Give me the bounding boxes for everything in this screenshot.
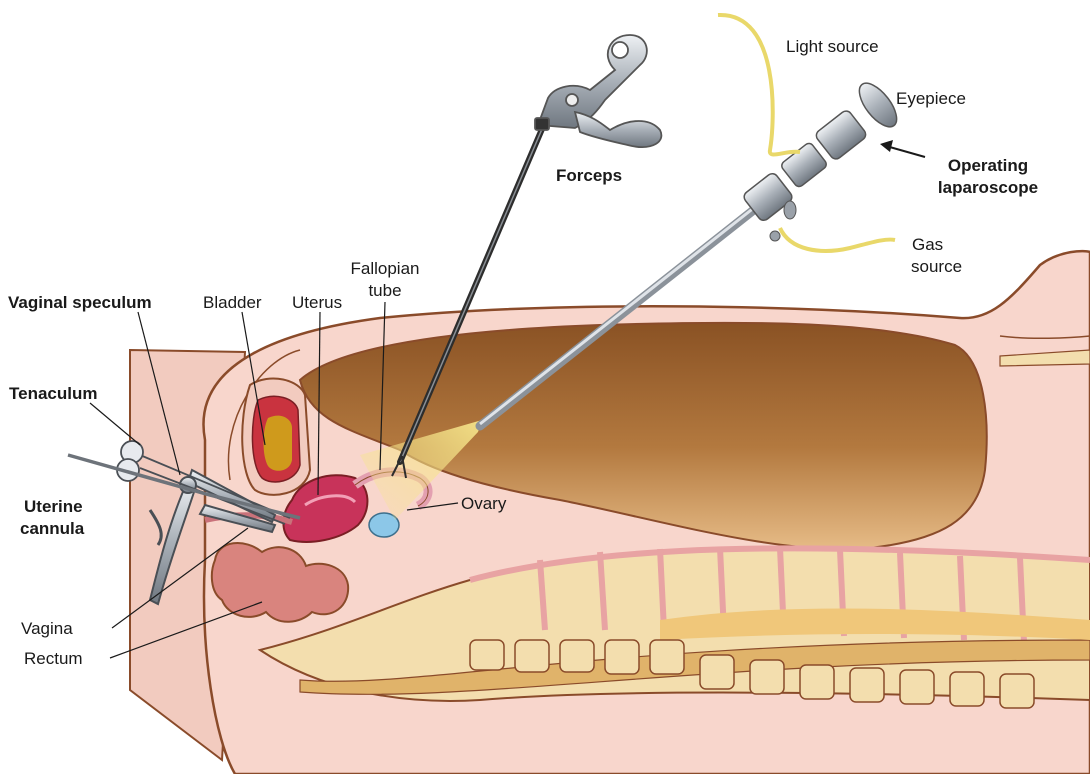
label-tenaculum: Tenaculum [9,383,97,404]
label-ovary: Ovary [461,493,506,514]
label-fallopian-tube-line2: tube [340,280,430,301]
label-fallopian-tube-line1: Fallopian [340,258,430,279]
laparoscope-head [742,77,904,241]
forceps-handle [535,35,661,147]
label-rectum: Rectum [24,648,83,669]
label-operating-laparoscope-line1: Operating [928,155,1048,176]
label-light-source: Light source [786,36,879,57]
label-uterine-cannula-line2: cannula [20,518,84,539]
label-gas-source-line1: Gas [912,234,943,255]
label-gas-source-line2: source [911,256,962,277]
label-operating-laparoscope-line2: laparoscope [928,177,1048,198]
label-bladder: Bladder [203,292,262,313]
label-eyepiece: Eyepiece [896,88,966,109]
label-uterine-cannula-line1: Uterine [24,496,83,517]
gas-cable [780,228,895,251]
label-vagina: Vagina [21,618,73,639]
label-uterus: Uterus [292,292,342,313]
label-vaginal-speculum: Vaginal speculum [8,292,152,313]
label-forceps: Forceps [556,165,622,186]
